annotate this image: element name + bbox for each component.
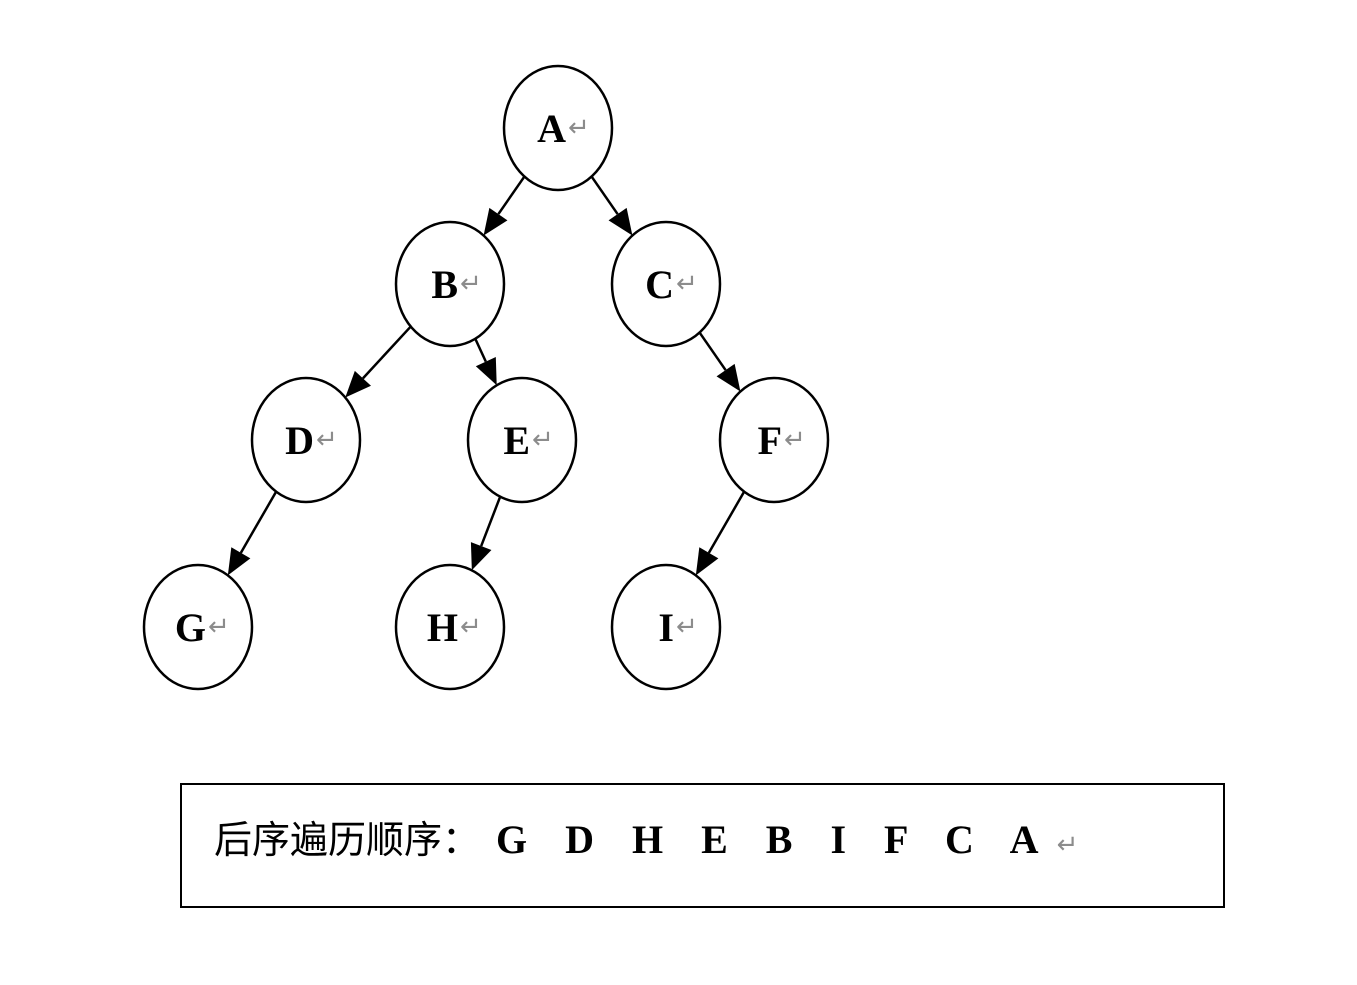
node-ellipse	[718, 376, 830, 504]
node-label: E	[503, 418, 530, 463]
edge-b-d	[345, 325, 412, 398]
edge-b-e	[474, 338, 497, 386]
return-mark-icon: ↵	[460, 612, 482, 642]
node-label: C	[645, 262, 674, 307]
node-label: B	[431, 262, 458, 307]
traversal-sequence: G D H E B I F C A	[496, 817, 1053, 862]
arrowhead-icon	[227, 547, 251, 576]
node-label: I	[658, 605, 674, 650]
node-label: D	[285, 418, 314, 463]
edge-c-f	[698, 331, 741, 392]
arrowhead-icon	[475, 356, 497, 386]
tree-node-c: C↵	[610, 220, 722, 348]
tree-node-h: H↵	[394, 563, 506, 691]
return-mark-icon: ↵	[568, 113, 590, 143]
edge-line	[239, 491, 278, 554]
return-mark-icon: ↵	[316, 425, 338, 455]
node-ellipse	[610, 220, 722, 348]
edge-line	[497, 175, 526, 215]
edge-line	[480, 496, 502, 547]
traversal-label: 后序遍历顺序：	[214, 818, 481, 862]
edges-layer	[227, 175, 746, 576]
node-label: H	[427, 605, 458, 650]
node-ellipse	[394, 220, 506, 348]
node-ellipse	[610, 563, 722, 691]
edge-line	[361, 325, 412, 380]
nodes-layer: A↵B↵C↵D↵E↵F↵G↵H↵I↵	[142, 64, 830, 691]
return-mark-icon: ↵	[676, 269, 698, 299]
return-mark-icon: ↵	[460, 269, 482, 299]
arrowhead-icon	[470, 542, 492, 571]
edge-e-h	[470, 496, 502, 571]
node-ellipse	[394, 563, 506, 691]
tree-node-b: B↵	[394, 220, 506, 348]
node-label: F	[758, 418, 782, 463]
arrowhead-icon	[345, 370, 371, 398]
return-mark-icon: ↵	[676, 612, 698, 642]
traversal-result-box: 后序遍历顺序： G D H E B I F C A ↵	[180, 783, 1225, 908]
node-ellipse	[502, 64, 614, 192]
node-ellipse	[466, 376, 578, 504]
arrowhead-icon	[716, 363, 741, 392]
edge-line	[698, 331, 727, 371]
arrowhead-icon	[608, 207, 633, 236]
tree-node-i: I↵	[610, 563, 722, 691]
edge-line	[474, 338, 487, 363]
arrowhead-icon	[695, 547, 719, 576]
arrowhead-icon	[483, 207, 508, 236]
tree-node-a: A↵	[502, 64, 614, 192]
edge-line	[590, 175, 619, 215]
return-mark-icon: ↵	[1056, 830, 1079, 860]
node-label: G	[175, 605, 206, 650]
return-mark-icon: ↵	[784, 425, 806, 455]
edge-line	[707, 491, 746, 554]
node-ellipse	[142, 563, 254, 691]
tree-node-f: F↵	[718, 376, 830, 504]
edge-a-b	[483, 175, 526, 236]
return-mark-icon: ↵	[532, 425, 554, 455]
tree-node-e: E↵	[466, 376, 578, 504]
tree-node-g: G↵	[142, 563, 254, 691]
node-label: A	[537, 106, 566, 151]
edge-f-i	[695, 491, 746, 576]
tree-node-d: D↵	[250, 376, 362, 504]
node-ellipse	[250, 376, 362, 504]
edge-d-g	[227, 491, 278, 576]
return-mark-icon: ↵	[208, 612, 230, 642]
edge-a-c	[590, 175, 633, 236]
traversal-result-line: 后序遍历顺序： G D H E B I F C A ↵	[214, 809, 1078, 864]
